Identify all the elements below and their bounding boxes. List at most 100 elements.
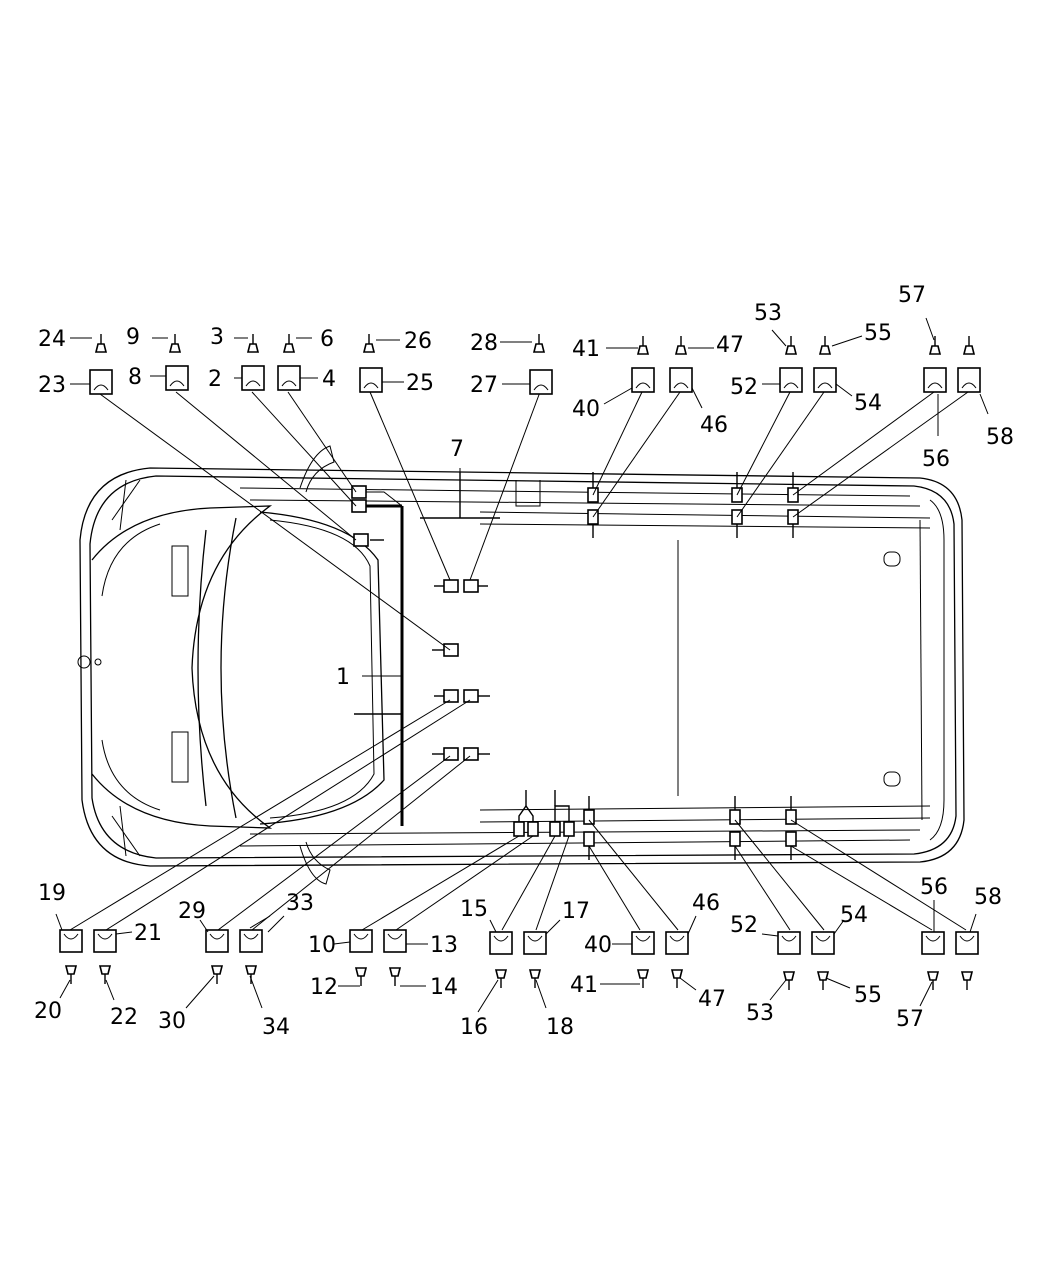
- vehicle-body: [77, 445, 965, 885]
- housing-58: [957, 367, 981, 393]
- callout-47-top: 47: [716, 333, 744, 358]
- callout-2: 2: [208, 367, 222, 392]
- callout-10: 10: [308, 933, 336, 958]
- terminal-34: [244, 965, 258, 984]
- vehicle-connectors: [351, 472, 799, 860]
- callout-56-top: 56: [922, 447, 950, 472]
- housing-46b: [665, 931, 689, 955]
- callout-53-bottom: 53: [746, 1001, 774, 1026]
- callout-55-top: 55: [864, 321, 892, 346]
- terminal-58bt: [960, 971, 974, 990]
- callout-40-top: 40: [572, 397, 600, 422]
- terminal-16: [494, 969, 508, 988]
- terminal-55: [818, 336, 832, 355]
- callout-28: 28: [470, 331, 498, 356]
- bottom-connector-parts: [55, 900, 979, 1013]
- callout-24: 24: [38, 327, 66, 352]
- housing-52b: [777, 931, 801, 955]
- terminal-57: [928, 336, 942, 355]
- callout-9: 9: [126, 325, 140, 350]
- terminal-57b: [926, 971, 940, 990]
- callout-58-bottom: 58: [974, 885, 1002, 910]
- callout-3: 3: [210, 325, 224, 350]
- terminal-20: [64, 965, 78, 984]
- callout-41-top: 41: [572, 337, 600, 362]
- callout-57-top: 57: [898, 283, 926, 308]
- callout-13: 13: [430, 933, 458, 958]
- housing-13: [383, 929, 407, 953]
- callout-16: 16: [460, 1015, 488, 1040]
- callout-labels: 24 9 3 6 26 28 41 47 53 55 57 23 8 2 4 2…: [34, 283, 1014, 1040]
- callout-53-top: 53: [754, 301, 782, 326]
- top-connector-parts: [70, 317, 989, 436]
- callout-30: 30: [158, 1009, 186, 1034]
- terminal-24: [94, 334, 108, 353]
- callout-55-bottom: 55: [854, 983, 882, 1008]
- callout-26: 26: [404, 329, 432, 354]
- housing-56b: [921, 931, 945, 955]
- callout-29: 29: [178, 899, 206, 924]
- housing-54: [813, 367, 837, 393]
- callout-46-bottom: 46: [692, 891, 720, 916]
- callout-6: 6: [320, 327, 334, 352]
- terminal-30: [210, 965, 224, 984]
- terminal-14: [388, 967, 402, 986]
- callout-27: 27: [470, 373, 498, 398]
- terminal-41b: [636, 969, 650, 988]
- callout-54-top: 54: [854, 391, 882, 416]
- terminal-3: [246, 334, 260, 353]
- housing-8: [165, 365, 189, 391]
- housing-29: [205, 929, 229, 953]
- housing-27: [529, 369, 553, 395]
- callout-15: 15: [460, 897, 488, 922]
- callout-25: 25: [406, 371, 434, 396]
- terminal-58t: [962, 336, 976, 355]
- callout-34: 34: [262, 1015, 290, 1040]
- terminal-9: [168, 334, 182, 353]
- housing-46: [669, 367, 693, 393]
- terminal-6: [282, 334, 296, 353]
- callout-58-top: 58: [986, 425, 1014, 450]
- callout-23: 23: [38, 373, 66, 398]
- callout-18: 18: [546, 1015, 574, 1040]
- callout-7: 7: [450, 437, 464, 462]
- callout-52-bottom: 52: [730, 913, 758, 938]
- callout-52-top: 52: [730, 375, 758, 400]
- housing-54b: [811, 931, 835, 955]
- callout-22: 22: [110, 1005, 138, 1030]
- terminal-26: [362, 334, 376, 353]
- callout-47-bottom: 47: [698, 987, 726, 1012]
- callout-33: 33: [286, 891, 314, 916]
- callout-40-bottom: 40: [584, 933, 612, 958]
- housing-4: [277, 365, 301, 391]
- housing-40: [631, 367, 655, 393]
- terminal-55b: [816, 971, 830, 990]
- callout-41-bottom: 41: [570, 973, 598, 998]
- housing-40b: [631, 931, 655, 955]
- callout-8: 8: [128, 365, 142, 390]
- terminal-12: [354, 967, 368, 986]
- housing-19: [59, 929, 83, 953]
- housing-58b: [955, 931, 979, 955]
- terminal-53: [784, 336, 798, 355]
- housing-56: [923, 367, 947, 393]
- housing-25: [359, 367, 383, 393]
- housing-33: [239, 929, 263, 953]
- terminal-18: [528, 969, 542, 988]
- housing-15: [489, 931, 513, 955]
- callout-20: 20: [34, 999, 62, 1024]
- housing-23: [89, 369, 113, 395]
- callout-19: 19: [38, 881, 66, 906]
- callout-56-bottom: 56: [920, 875, 948, 900]
- callout-54-bottom: 54: [840, 903, 868, 928]
- terminal-41: [636, 336, 650, 355]
- callout-17: 17: [562, 899, 590, 924]
- callout-12: 12: [310, 975, 338, 1000]
- terminal-47: [674, 336, 688, 355]
- terminal-22: [98, 965, 112, 984]
- callout-57-bottom: 57: [896, 1007, 924, 1032]
- housing-10: [349, 929, 373, 953]
- callout-4: 4: [322, 367, 336, 392]
